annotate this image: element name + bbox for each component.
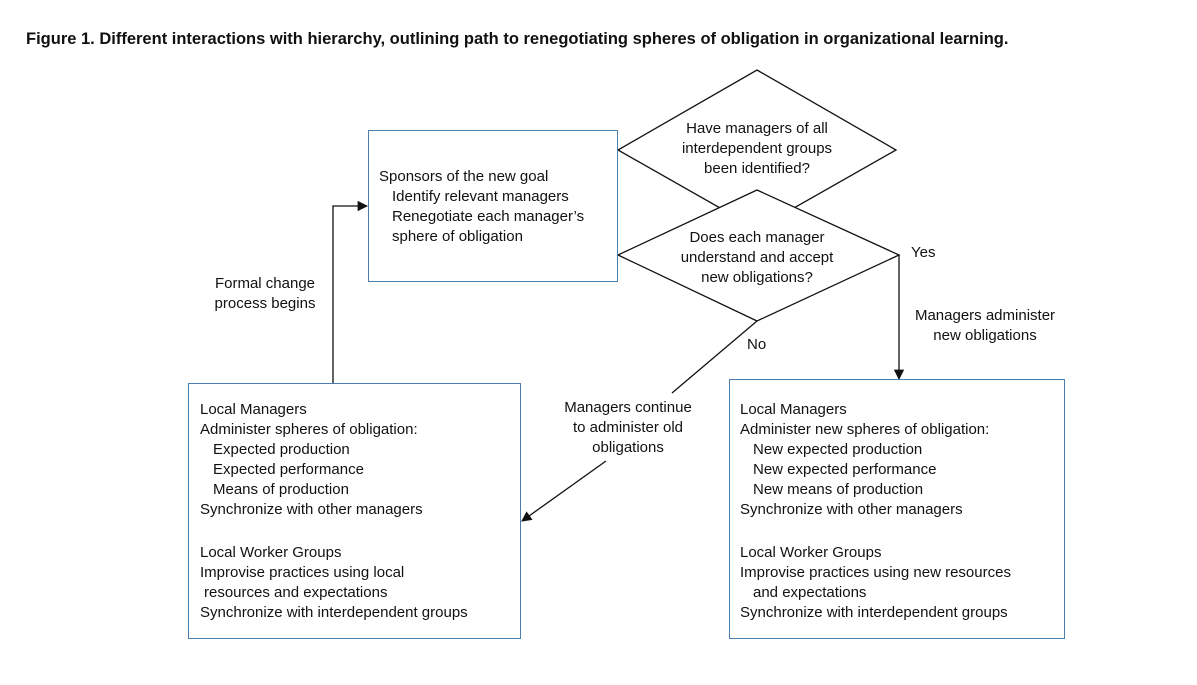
managers-item: Expected production <box>213 441 350 458</box>
managers-sub: Administer new spheres of obligation: <box>740 421 990 438</box>
local-box-current: Local Managers Administer spheres of obl… <box>188 383 521 639</box>
no-label: No <box>747 336 767 353</box>
formal-change-line: process begins <box>214 295 316 312</box>
managers-continue-old-line: Managers continue <box>564 399 692 416</box>
managers-heading: Local Managers <box>740 401 847 418</box>
formal-change-label: Formal change process begins <box>200 274 330 314</box>
formal-change-line: Formal change <box>214 275 316 292</box>
managers-sync: Synchronize with other managers <box>200 501 423 518</box>
managers-administer-new-line: Managers administer <box>914 307 1056 324</box>
managers-sub: Administer spheres of obligation: <box>200 421 418 438</box>
sponsors-item: Renegotiate each manager’s <box>392 208 585 225</box>
yes-label: Yes <box>911 244 936 261</box>
managers-item: New means of production <box>753 481 924 498</box>
figure-title: Figure 1. Different interactions with hi… <box>26 30 1009 48</box>
managers-continue-old-label: Managers continue to administer old obli… <box>548 398 708 458</box>
workers-line: and expectations <box>753 584 867 601</box>
workers-line: resources and expectations <box>204 584 388 601</box>
no-line-upper <box>671 320 758 394</box>
workers-sync: Synchronize with interdependent groups <box>200 604 468 621</box>
sponsors-item: sphere of obligation <box>392 228 523 245</box>
diamond-top-line: interdependent groups <box>681 140 833 157</box>
managers-item: New expected production <box>753 441 923 458</box>
managers-item: Expected performance <box>213 461 364 478</box>
diamond-top-text: Have managers of all interdependent grou… <box>657 119 857 179</box>
workers-line: Improvise practices using local <box>200 564 405 581</box>
local-box-new: Local Managers Administer new spheres of… <box>729 379 1065 639</box>
diamond-bottom-line: understand and accept <box>680 249 834 266</box>
workers-heading: Local Worker Groups <box>740 544 882 561</box>
managers-sync: Synchronize with other managers <box>740 501 963 518</box>
diamond-bottom-text: Does each manager understand and accept … <box>657 228 857 288</box>
managers-administer-new-line: new obligations <box>933 327 1037 344</box>
managers-continue-old-line: obligations <box>592 439 664 456</box>
managers-item: Means of production <box>213 481 349 498</box>
diamond-top-line: been identified? <box>704 160 810 177</box>
sponsors-item: Identify relevant managers <box>392 188 569 205</box>
workers-heading: Local Worker Groups <box>200 544 342 561</box>
managers-continue-old-line: to administer old <box>572 419 684 436</box>
workers-sync: Synchronize with interdependent groups <box>740 604 1008 621</box>
formal-change-arrow <box>332 200 369 383</box>
workers-line: Improvise practices using new resources <box>740 564 1011 581</box>
diamond-bottom-line: Does each manager <box>689 229 825 246</box>
managers-administer-new-label: Managers administer new obligations <box>895 306 1075 346</box>
sponsors-box: Sponsors of the new goal Identify releva… <box>368 130 618 282</box>
no-arrow-lower <box>521 460 607 522</box>
diamond-bottom-line: new obligations? <box>701 269 813 286</box>
managers-heading: Local Managers <box>200 401 307 418</box>
managers-item: New expected performance <box>753 461 937 478</box>
sponsors-heading: Sponsors of the new goal <box>379 168 549 185</box>
diamond-top-line: Have managers of all <box>686 120 828 137</box>
